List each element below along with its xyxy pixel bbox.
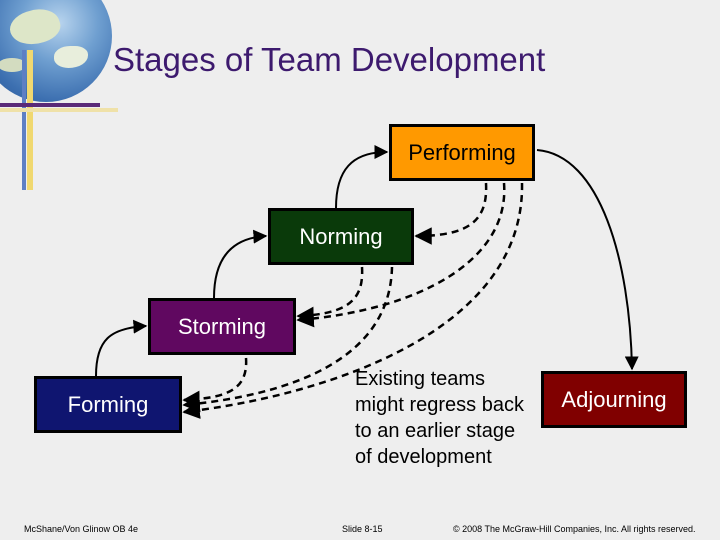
arrow-storming-to-norming [214,236,266,298]
stage-forming: Forming [34,376,182,433]
stage-adjourning: Adjourning [541,371,687,428]
stage-storming-label: Storming [178,314,266,340]
regression-note: Existing teams might regress back to an … [355,366,530,470]
stage-performing-label: Performing [408,140,516,166]
regress-norming-to-storming [298,267,362,316]
stage-norming-label: Norming [299,224,382,250]
stage-forming-label: Forming [68,392,149,418]
stage-performing: Performing [389,124,535,181]
stage-adjourning-label: Adjourning [561,387,666,413]
regress-storming-to-forming [184,358,246,400]
footer-slide-number: Slide 8-15 [342,524,383,534]
footer-copyright: © 2008 The McGraw-Hill Companies, Inc. A… [453,524,696,534]
arrow-performing-to-adjourning [537,150,632,369]
regress-performing-to-norming [416,183,486,236]
stage-storming: Storming [148,298,296,355]
stage-norming: Norming [268,208,414,265]
arrow-norming-to-performing [336,152,387,208]
arrow-forming-to-storming [96,326,146,376]
footer-book: McShane/Von Glinow OB 4e [24,524,138,534]
